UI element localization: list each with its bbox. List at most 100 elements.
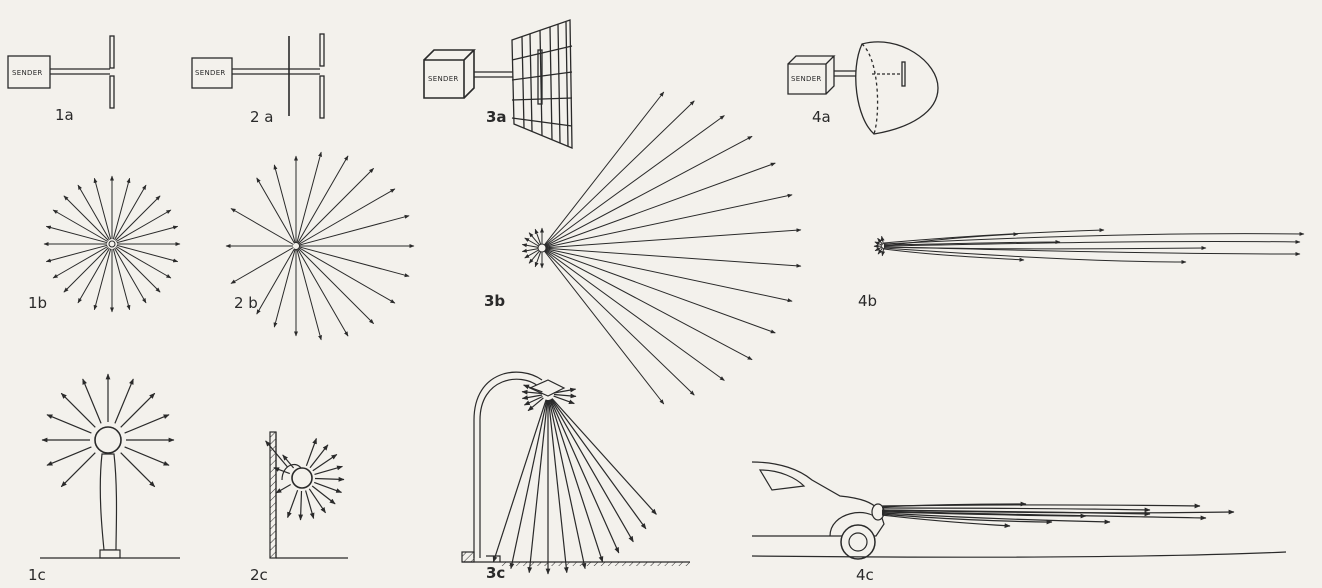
sender-label-2a: SENDER [195,69,226,77]
figure-label-2b: 2 b [234,294,258,312]
ray-2c [315,479,344,480]
ray-2b [299,247,409,276]
parabolic-reflector-4a [856,42,938,134]
ray-3c [551,399,633,542]
ray-3c [511,400,547,569]
ray-2c [306,491,314,519]
ray-1b [46,245,107,261]
ray-1b [117,245,178,261]
pavement-3c [462,552,474,562]
ray-3b [545,251,664,404]
ray-1b [46,226,107,242]
figure-4a: SENDER 4a [788,42,938,134]
figure-3c: 3c [462,372,690,582]
figure-2a: SENDER 2 a [192,34,324,126]
ray-3c [550,400,618,553]
ray-1b [64,196,109,241]
ray-1b [78,185,110,240]
sender-label-3a: SENDER [428,75,459,83]
figure-label-2a: 2 a [250,108,274,126]
figure-4c: 4c [752,462,1286,584]
sender-label-4a: SENDER [791,75,822,83]
ray-3b [545,250,724,380]
ray-3c [493,400,546,562]
pattern-4b [874,230,1304,262]
ray-2c [309,489,325,513]
ray-3c [552,399,646,529]
ray-4b [882,248,883,256]
ray-2b [231,209,293,245]
ray-1b [53,247,108,279]
ray-2b [298,168,374,244]
figure-label-4c: 4c [856,566,874,584]
figure-1c: 1c [28,374,180,584]
ray-2b [299,216,409,246]
ray-1b [115,185,147,240]
ray-3b [546,250,753,360]
ray-1b [64,248,109,293]
road-4c [752,552,1286,557]
source-1b [109,241,115,247]
ray-3c [554,396,575,404]
ray-3c [549,400,567,573]
ray-1b [78,248,110,303]
figure-label-2c: 2c [250,566,268,584]
ray-2b [257,178,295,244]
ray-1b [115,248,147,303]
dipole-antenna-2a [320,34,324,66]
ray-3c [554,395,576,397]
ray-1b [113,249,129,310]
figure-label-4b: 4b [858,292,877,310]
figure-label-3c: 3c [486,564,505,582]
lamp-globe-2c [292,468,312,488]
ray-1b [113,178,129,239]
ray-2c [315,466,343,474]
lamp-rays-3c [493,385,656,574]
car-body-4c [752,462,884,536]
figure-label-4a: 4a [812,108,831,126]
ray-3c [550,400,603,562]
ray-1b [116,196,161,241]
ray-2c [301,491,302,520]
lamp-head-3c [530,380,564,396]
ray-3c [529,400,547,573]
ray-2c [288,490,298,517]
headlight-beam-4c [882,504,1234,526]
ray-3b [546,136,753,246]
lamp-globe-1c [95,427,121,453]
figure-label-3a: 3a [486,108,507,126]
ray-1b [94,249,110,310]
figure-label-1b: 1b [28,294,47,312]
ray-2b [274,249,295,327]
ray-2b [297,249,321,340]
figure-label-3b: 3b [484,292,505,310]
dipole-antenna-1a [110,36,114,68]
source-3b [538,244,546,252]
ray-2b [297,152,321,243]
ray-3c [549,400,585,569]
ray-2b [231,248,293,284]
ray-2c [276,485,291,494]
ray-2c [313,455,337,471]
figure-3a: SENDER 3a [424,20,572,148]
ray-1b [116,210,171,242]
figure-1a: SENDER 1a [8,36,114,124]
ray-2b [257,249,295,315]
ray-2b [298,248,374,324]
figure-label-1c: 1c [28,566,46,584]
figure-2c: 2c [250,432,348,584]
ray-1b [116,247,171,279]
wall-2c [270,432,276,558]
ray-3b [545,251,694,395]
ray-1b [116,248,161,293]
lamp-post-1c [100,454,116,550]
sender-label-1a: SENDER [12,69,43,77]
ray-1b [94,178,110,239]
ray-1b [117,226,178,242]
ray-1b [53,210,108,242]
ray-2b [274,165,295,243]
ray-3c [552,399,656,515]
sender-box-3a [424,50,474,98]
